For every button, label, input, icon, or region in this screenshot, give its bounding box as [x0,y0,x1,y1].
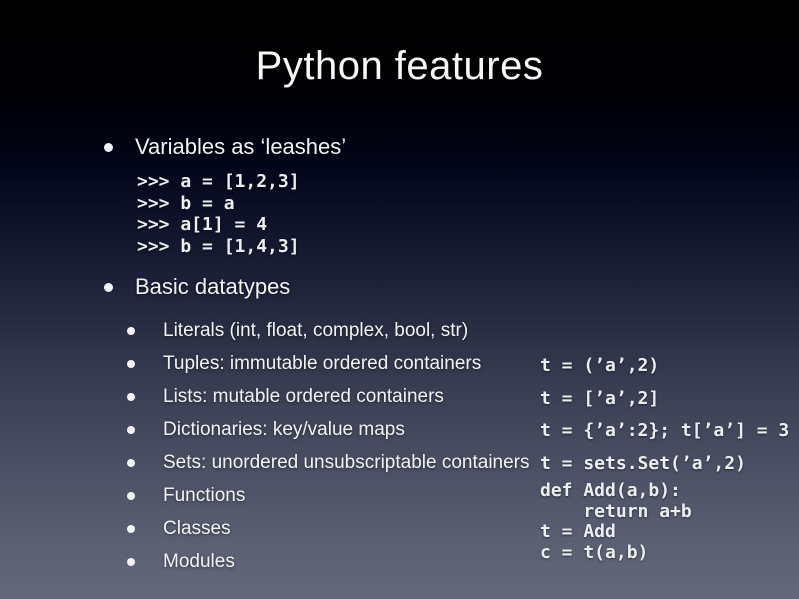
code-line: >>> a = [1,2,3] [137,171,300,192]
code-line: return a+b [540,500,692,522]
code-block-examples: t = (’a’,2) t = [’a’,2] t = {’a’:2}; t[’… [540,355,789,563]
code-block-repl: >>> a = [1,2,3] >>> b = a >>> a[1] = 4 >… [137,171,300,257]
code-line: t = Add [540,521,616,543]
bullet-datatypes: Basic datatypes [104,272,290,302]
bullet-icon [127,557,135,566]
code-line: t = {’a’:2}; t[’a’] = 3 [540,420,790,442]
bullet-icon [127,426,135,435]
list-item-label: Literals (int, float, complex, bool, str… [163,320,469,342]
code-line: c = t(a,b) [540,541,649,563]
list-item-label: Modules [163,550,235,572]
code-line: >>> b = a [137,192,235,214]
slide-title: Python features [255,44,544,88]
list-item-label: Sets: unordered unsubscriptable containe… [163,452,530,473]
list-item: Functions [127,479,530,512]
list-item-label: Tuples: immutable ordered containers [163,353,482,375]
list-item-label: Lists: mutable ordered containers [163,386,444,408]
list-item-label: Classes [163,517,231,539]
bullet-icon [104,142,113,152]
bullet-icon [104,282,113,292]
code-line: t = [’a’,2] [540,387,660,409]
bullet-icon [127,327,135,336]
code-line: >>> a[1] = 4 [137,214,268,235]
list-item: Literals (int, float, complex, bool, str… [127,315,530,348]
list-item: Classes [127,512,530,545]
bullet-icon [127,360,135,369]
list-item-label: Dictionaries: key/value maps [163,419,405,441]
list-item: Modules [127,545,530,578]
bullet-icon [127,491,135,500]
list-item-label: Functions [163,484,246,506]
bullet-variables: Variables as ‘leashes’ [104,132,346,162]
bullet-icon [127,459,135,467]
bullet-variables-label: Variables as ‘leashes’ [135,134,347,159]
code-line: >>> b = [1,4,3] [137,235,300,257]
datatypes-list: Literals (int, float, complex, bool, str… [127,315,530,578]
bullet-datatypes-label: Basic datatypes [135,274,291,299]
bullet-icon [127,393,135,402]
list-item: Sets: unordered unsubscriptable containe… [127,447,530,480]
bullet-icon [127,524,135,533]
list-item: Tuples: immutable ordered containers [127,348,530,381]
code-line: t = (’a’,2) [540,355,660,376]
list-item: Dictionaries: key/value maps [127,414,530,447]
code-line: t = sets.Set(’a’,2) [540,452,746,474]
list-item: Lists: mutable ordered containers [127,381,530,414]
code-line: def Add(a,b): [540,480,681,502]
code-block-functions: def Add(a,b): return a+b t = Add c = t(a… [540,480,789,563]
